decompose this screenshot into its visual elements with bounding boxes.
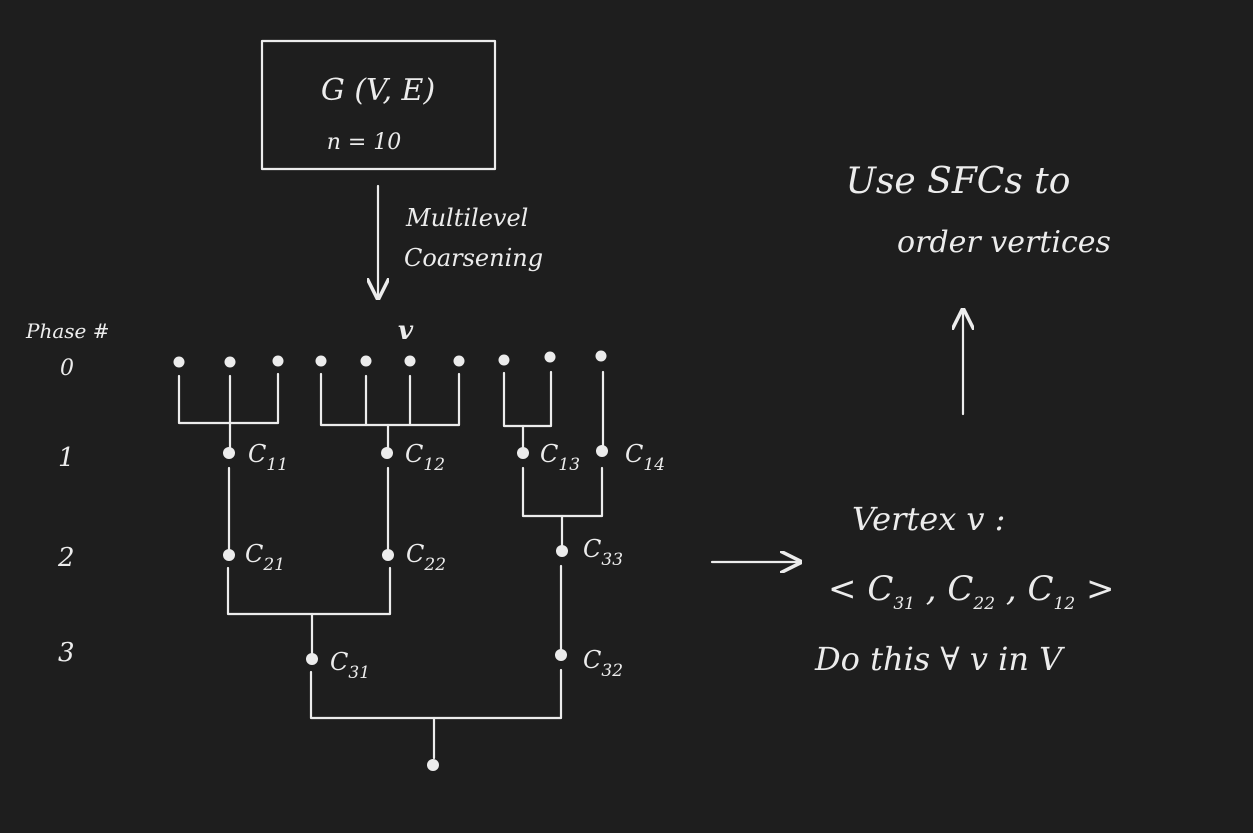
vertex-dot [544, 351, 556, 363]
cluster-dot-c14 [596, 445, 608, 457]
vertex-dot [360, 355, 372, 367]
vertex-dot [498, 354, 510, 366]
merge-bracket [319, 372, 461, 427]
cluster-dot-c22 [382, 549, 394, 561]
vertex-dot [404, 355, 416, 367]
cluster-dot-c12 [381, 447, 393, 459]
merge-bracket [502, 370, 553, 428]
tuple-open: < [828, 569, 857, 609]
phase-label-0: 0 [60, 356, 74, 381]
vertex-dot [595, 350, 607, 362]
vertex-line: Vertex v : [852, 500, 1005, 538]
phase-label-1: 1 [58, 443, 75, 473]
vertex-dot [272, 355, 284, 367]
cluster-dot-c13 [517, 447, 529, 459]
cluster-label-c31: C31 [330, 648, 370, 683]
vertex-dot [453, 355, 465, 367]
root-dot [427, 759, 439, 771]
phase-label-2: 2 [57, 543, 75, 573]
graph-box [260, 39, 497, 171]
vertex-tuple: < C31 , C22 , C12 > [828, 569, 1114, 618]
cluster-label-c11: C11 [248, 440, 288, 475]
merge-bracket [226, 566, 392, 616]
cluster-dot-c11 [223, 447, 235, 459]
graph-box-title: G (V, E) [321, 73, 435, 108]
coarsening-label-line2: Coarsening [404, 244, 543, 272]
graph-box-subtitle: n = 10 [327, 130, 402, 155]
do-this-line: Do this ∀ v in V [814, 640, 1065, 678]
sfc-note-line2: order vertices [897, 225, 1111, 260]
cluster-label-c12: C12 [405, 440, 445, 475]
vertex-dot [315, 355, 327, 367]
cluster-label-c22: C22 [406, 540, 446, 575]
cluster-dot-c21 [223, 549, 235, 561]
vertex-dot [224, 356, 236, 368]
cluster-dot-c31 [306, 653, 318, 665]
vertex-dot [173, 356, 185, 368]
tuple-close: > [1086, 569, 1115, 609]
cluster-label-c33: C33 [583, 535, 623, 570]
cluster-label-c13: C13 [540, 440, 580, 475]
vertex-symbol: v [398, 316, 414, 346]
cluster-dot-c33 [556, 545, 568, 557]
cluster-dot-c32 [555, 649, 567, 661]
cluster-label-c14: C14 [625, 440, 665, 475]
phase-header: Phase # [25, 319, 109, 343]
phase-label-3: 3 [58, 638, 75, 668]
merge-bracket [521, 466, 604, 518]
cluster-label-c21: C21 [245, 540, 285, 575]
merge-bracket [177, 372, 280, 425]
merge-bracket [309, 668, 563, 720]
cluster-label-c32: C32 [583, 646, 623, 681]
sfc-note-line1: Use SFCs to [846, 161, 1071, 202]
coarsening-label-line1: Multilevel [405, 204, 528, 232]
